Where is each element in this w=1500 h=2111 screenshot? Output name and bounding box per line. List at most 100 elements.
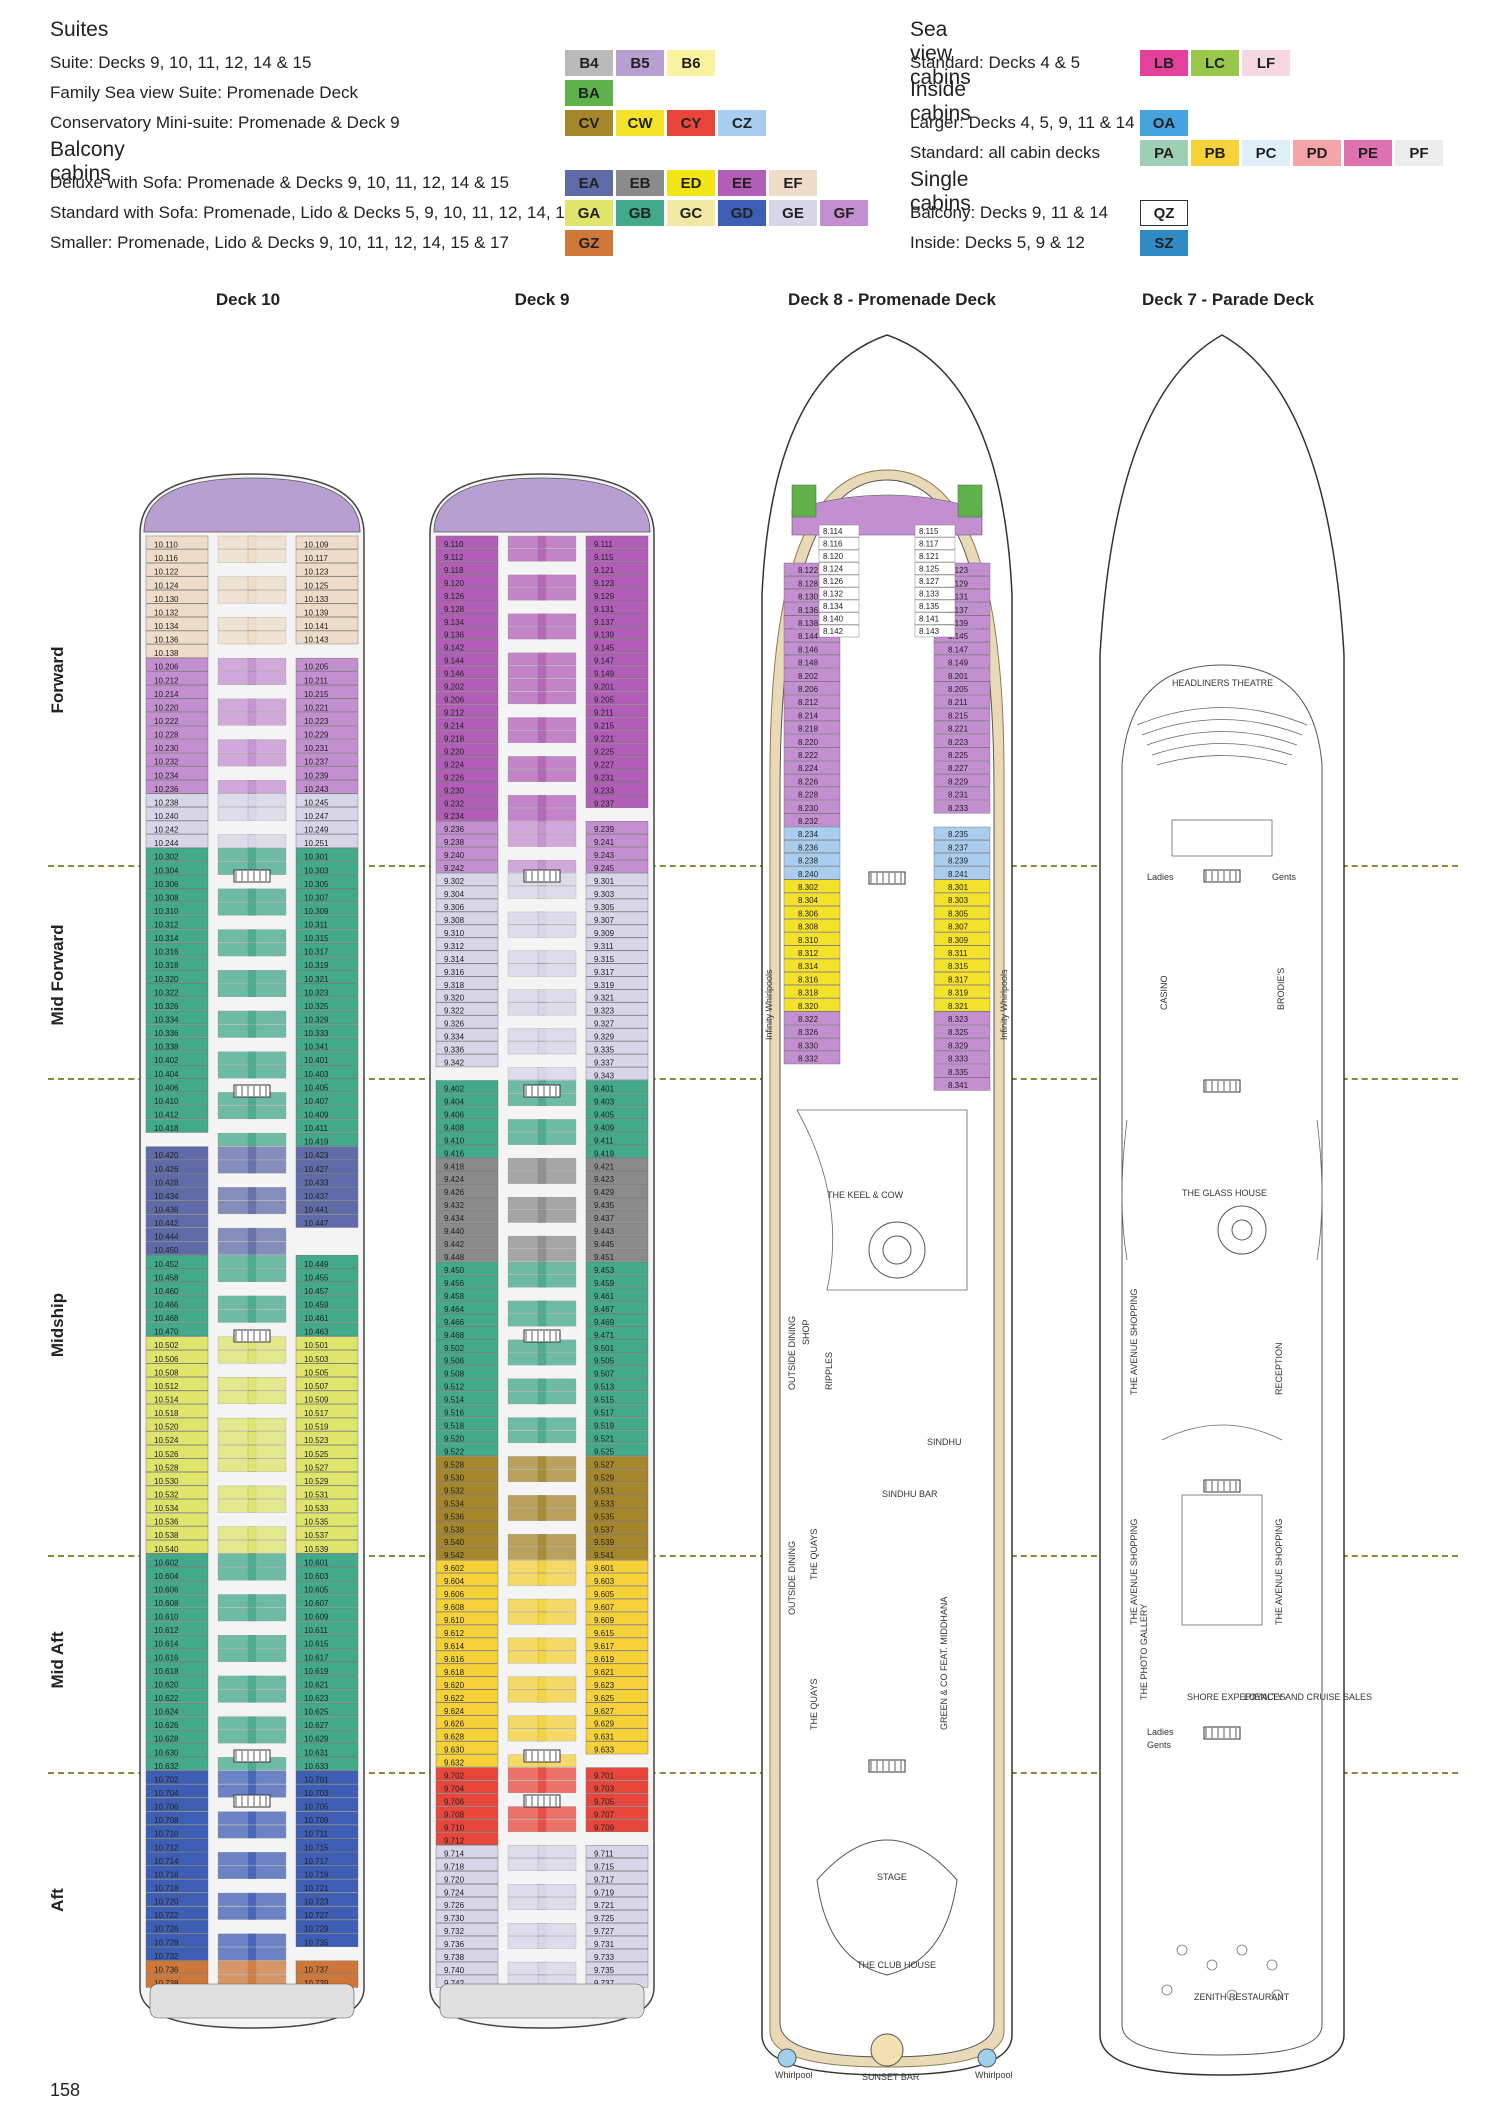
legend-row: Standard with Sofa: Promenade, Lido & De…: [50, 198, 868, 228]
cabin-number: 9.602: [444, 1564, 465, 1573]
cabin-cell: [435, 1922, 499, 1936]
cabin-number: 8.144: [798, 632, 819, 641]
cabin-cell: [145, 1607, 209, 1622]
cabin-number: 9.458: [444, 1292, 465, 1301]
cabin-cell: [435, 678, 499, 692]
cabin-number: 9.118: [444, 566, 464, 575]
cabin-number: 9.329: [594, 1033, 615, 1042]
cabin-number: 9.306: [444, 903, 465, 912]
cabin-cell: [435, 613, 499, 627]
cabin-cell: [585, 730, 649, 744]
cabin-cell: [585, 872, 649, 886]
theatre-row: [1136, 707, 1308, 726]
inner-cabin: [818, 524, 860, 538]
inner-cabin: [247, 1268, 287, 1282]
cabin-cell: [145, 671, 209, 685]
restaurant-table: [1206, 1959, 1218, 1971]
inner-cabin: [247, 1377, 287, 1391]
cabin-cell: [435, 1261, 499, 1275]
cabin-number: 8.205: [948, 685, 969, 694]
cabin-number: 10.251: [304, 839, 329, 848]
cabin-number: 9.464: [444, 1305, 465, 1314]
cabin-number: 9.450: [444, 1266, 465, 1275]
inner-cabin: [247, 1295, 287, 1310]
cabin-cell: [435, 1910, 499, 1923]
cabin-number: 10.447: [304, 1219, 329, 1228]
cabin-cell: [435, 743, 499, 756]
cabin-number: 9.622: [444, 1694, 465, 1703]
cabin-cell: [435, 1871, 499, 1884]
cabin-number: 10.626: [154, 1721, 179, 1730]
cabin-number: 10.716: [154, 1870, 179, 1879]
cabin-cell: [783, 800, 841, 814]
stair-block: [523, 1329, 561, 1343]
zone-divider: [48, 1555, 1458, 1557]
cabin-number: 10.138: [154, 649, 179, 658]
cabin-number: 9.522: [444, 1447, 465, 1456]
cabin-number: 9.515: [594, 1396, 615, 1405]
cabin-cell: [435, 1845, 499, 1858]
cabin-number: 9.512: [444, 1383, 465, 1392]
cabin-number: 8.303: [948, 896, 969, 905]
cabin-number: 9.424: [444, 1175, 465, 1184]
cabin-cell: [435, 1054, 499, 1068]
cabin-cell: [295, 1567, 359, 1581]
cabin-number: 9.731: [594, 1940, 615, 1949]
cabin-number: 9.539: [594, 1538, 615, 1547]
venue-label: THE QUAYS: [809, 1679, 819, 1730]
cabin-cell: [783, 774, 841, 788]
legend-description: Smaller: Promenade, Lido & Decks 9, 10, …: [50, 233, 509, 252]
cabin-cell: [585, 821, 649, 834]
legend-description: Suite: Decks 9, 10, 11, 12, 14 & 15: [50, 53, 312, 72]
inner-cabin: [537, 1417, 577, 1431]
legend-heading: Inside cabins: [910, 78, 971, 125]
cabin-cell: [585, 1209, 649, 1223]
cabin-cell: [145, 1689, 209, 1703]
cabin-number: 10.714: [154, 1857, 179, 1866]
cabin-cell: [295, 1336, 359, 1350]
cabin-cell: [295, 1119, 359, 1133]
cabin-number: 9.416: [444, 1149, 465, 1158]
cabin-number: 10.616: [154, 1653, 179, 1662]
cabin-cell: [585, 950, 649, 964]
cabin-cell: [435, 989, 499, 1003]
cabin-cell: [435, 1222, 499, 1236]
cabin-cell: [145, 1390, 209, 1405]
cabin-number: 10.405: [304, 1083, 329, 1092]
cabin-number: 10.428: [154, 1178, 179, 1187]
cabin-number: 10.631: [304, 1748, 329, 1757]
zone-divider: [48, 865, 1458, 867]
cabin-number: 9.234: [444, 812, 465, 821]
inner-cabin: [247, 1499, 287, 1513]
cabin-cell: [783, 1051, 841, 1065]
legend-description: Inside: Decks 5, 9 & 12: [910, 233, 1085, 252]
inner-cabin: [537, 808, 577, 821]
cabin-number: 10.444: [154, 1233, 179, 1242]
cabin-number: 9.406: [444, 1110, 465, 1119]
cabin-number: 9.137: [594, 618, 615, 627]
cabin-number: 8.128: [798, 579, 819, 588]
venue-label: THE AVENUE SHOPPING: [1129, 1519, 1139, 1625]
cabin-number: 9.517: [594, 1409, 615, 1418]
stair-block: [233, 1749, 271, 1763]
cabin-number: 10.240: [154, 812, 179, 821]
cabin-number: 9.405: [594, 1110, 615, 1119]
cabin-number: 10.704: [154, 1789, 179, 1798]
cabin-cell: [145, 970, 209, 984]
cabin-number: 9.308: [444, 916, 465, 925]
cabin-cell: [585, 1145, 649, 1158]
cabin-number: 10.629: [304, 1735, 329, 1744]
cabin-cell: [295, 780, 359, 794]
cabin-cell: [295, 1309, 359, 1323]
cabin-number: 9.301: [594, 877, 615, 886]
cabin-cell: [145, 739, 209, 753]
cabin-cell: [145, 1024, 209, 1038]
inner-cabin: [537, 574, 577, 588]
cabin-number: 9.315: [594, 955, 615, 964]
inner-cabin: [537, 885, 577, 899]
cabin-cell: [585, 937, 649, 951]
cabin-cell: [585, 1572, 649, 1586]
cabin-cell: [585, 1443, 649, 1457]
cabin-cell: [585, 1261, 649, 1275]
